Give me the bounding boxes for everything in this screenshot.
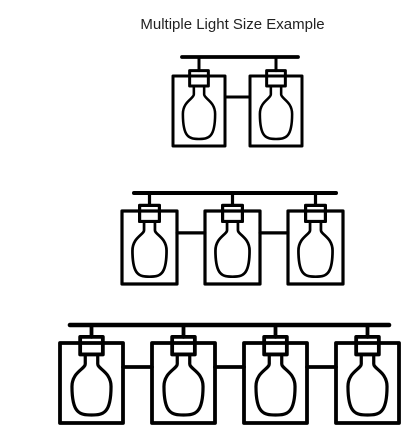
light-unit xyxy=(248,55,304,148)
bulb-socket xyxy=(304,203,328,224)
fixtures-layer xyxy=(58,55,401,425)
bulb-socket xyxy=(221,203,245,224)
bulb-socket xyxy=(188,69,210,88)
bulb xyxy=(131,220,168,279)
light-frame xyxy=(58,341,125,425)
light-fixture-3 xyxy=(58,322,401,425)
bulb xyxy=(346,352,389,417)
light-unit xyxy=(150,323,246,425)
page-title: Multiple Light Size Example xyxy=(140,16,325,33)
light-frame xyxy=(286,209,345,286)
light-unit xyxy=(242,323,338,425)
bulb xyxy=(297,220,334,279)
bulb xyxy=(214,220,251,279)
light-frame xyxy=(120,209,179,286)
light-frame xyxy=(242,341,309,425)
bulb-socket xyxy=(78,334,105,357)
light-unit xyxy=(171,55,252,148)
bulb-socket xyxy=(265,69,287,88)
bulb-socket xyxy=(354,334,381,357)
light-unit xyxy=(120,191,207,286)
light-unit xyxy=(286,191,345,286)
bulb-socket xyxy=(170,334,197,357)
light-frame xyxy=(150,341,217,425)
bulb-socket xyxy=(262,334,289,357)
bulb xyxy=(181,84,217,141)
light-unit xyxy=(203,191,290,286)
light-frame xyxy=(248,74,304,148)
bulb xyxy=(258,84,294,141)
light-frame xyxy=(171,74,227,148)
light-frame xyxy=(203,209,262,286)
light-frame xyxy=(334,341,401,425)
bulb xyxy=(70,352,113,417)
bulb xyxy=(254,352,297,417)
light-fixture-1 xyxy=(171,55,304,148)
bulb-socket xyxy=(138,203,162,224)
bulb xyxy=(162,352,205,417)
light-unit xyxy=(58,323,154,425)
light-fixture-2 xyxy=(120,191,345,286)
light-unit xyxy=(334,323,401,425)
